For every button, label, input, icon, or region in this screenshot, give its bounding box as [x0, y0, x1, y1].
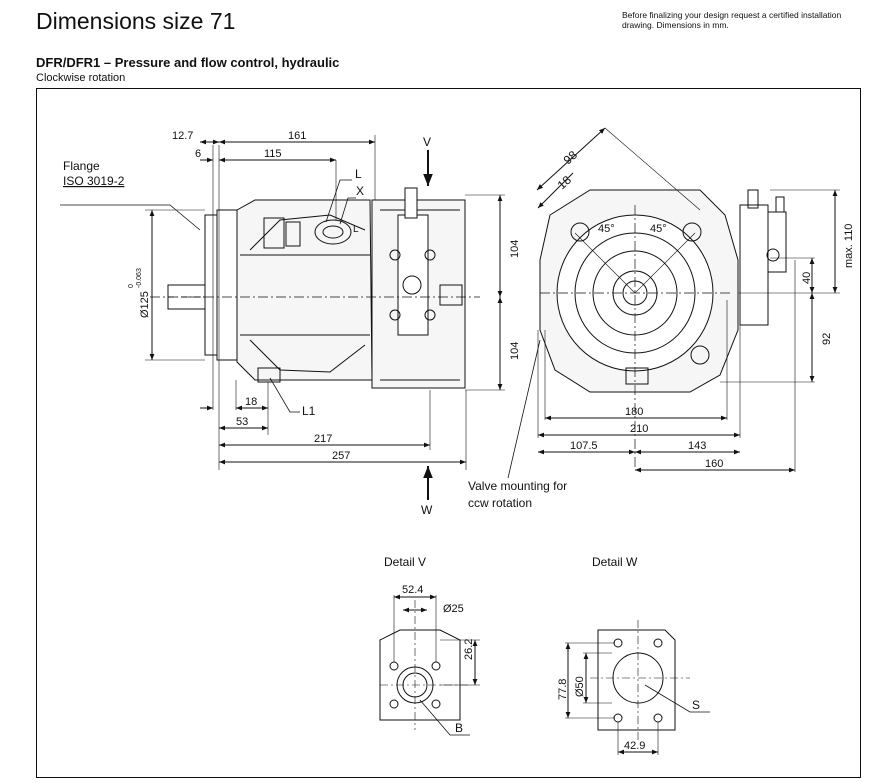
design-note: Before finalizing your design request a …	[622, 10, 842, 30]
dim-143: 143	[688, 440, 706, 452]
dim-53: 53	[236, 416, 248, 428]
dia-25: Ø25	[443, 603, 464, 615]
label-l: L	[355, 167, 362, 181]
dim-6: 6	[195, 148, 201, 160]
side-view	[60, 135, 505, 500]
angle-45-left: 45°	[598, 223, 615, 235]
dim-12-7: 12.7	[172, 130, 193, 142]
section-subtitle: DFR/DFR1 – Pressure and flow control, hy…	[36, 55, 340, 70]
valve-note-line1: Valve mounting for	[468, 479, 567, 493]
angle-45-right: 45°	[650, 223, 667, 235]
dim-max-110: max. 110	[843, 224, 855, 268]
detail-w	[565, 620, 710, 755]
detail-v-title: Detail V	[384, 555, 426, 569]
mounting-flange	[204, 214, 218, 356]
dim-77-8: 77.8	[557, 679, 569, 700]
drawing-frame	[36, 88, 861, 778]
dia-125: Ø125	[139, 291, 151, 318]
dim-42-9: 42.9	[624, 740, 645, 752]
dim-104-top: 104	[509, 240, 521, 258]
dim-52-4: 52.4	[402, 584, 423, 596]
label-s: S	[692, 698, 700, 712]
dim-180: 180	[625, 406, 643, 418]
dim-160: 160	[705, 458, 723, 470]
dim-107-5: 107.5	[570, 440, 598, 452]
dim-104-bottom: 104	[509, 342, 521, 360]
dim-161: 161	[288, 130, 306, 142]
view-w-marker: W	[421, 503, 433, 517]
dim-40: 40	[801, 272, 813, 284]
dim-92: 92	[821, 333, 833, 345]
port-l	[314, 219, 352, 245]
valve-note-line2: ccw rotation	[468, 496, 532, 510]
dia-50: Ø50	[574, 676, 586, 697]
detail-v	[379, 594, 480, 736]
label-l-port: L	[353, 224, 359, 235]
label-b: B	[455, 721, 463, 735]
control-valve	[397, 214, 429, 336]
flange-standard-label: ISO 3019-2	[63, 174, 125, 188]
tol-upper: 0	[128, 284, 135, 288]
dim-18-front: 18	[555, 173, 575, 193]
dim-26-2: 26.2	[463, 639, 475, 660]
tol-lower: -0.063	[136, 268, 143, 288]
dim-98: 98	[561, 148, 581, 168]
dim-217: 217	[314, 433, 332, 445]
dim-210: 210	[630, 423, 648, 435]
label-x: X	[356, 184, 364, 198]
pump-housing	[236, 199, 373, 381]
detail-w-title: Detail W	[592, 555, 638, 569]
page-title: Dimensions size 71	[36, 8, 236, 34]
dim-18: 18	[245, 396, 257, 408]
dim-257: 257	[332, 450, 350, 462]
rotation-label: Clockwise rotation	[36, 72, 126, 84]
view-v-marker: V	[423, 135, 431, 149]
front-control-valve	[739, 204, 769, 326]
label-l1: L1	[302, 404, 316, 418]
front-view	[507, 127, 840, 479]
flange-label: Flange	[63, 159, 100, 173]
dim-115: 115	[264, 148, 282, 160]
